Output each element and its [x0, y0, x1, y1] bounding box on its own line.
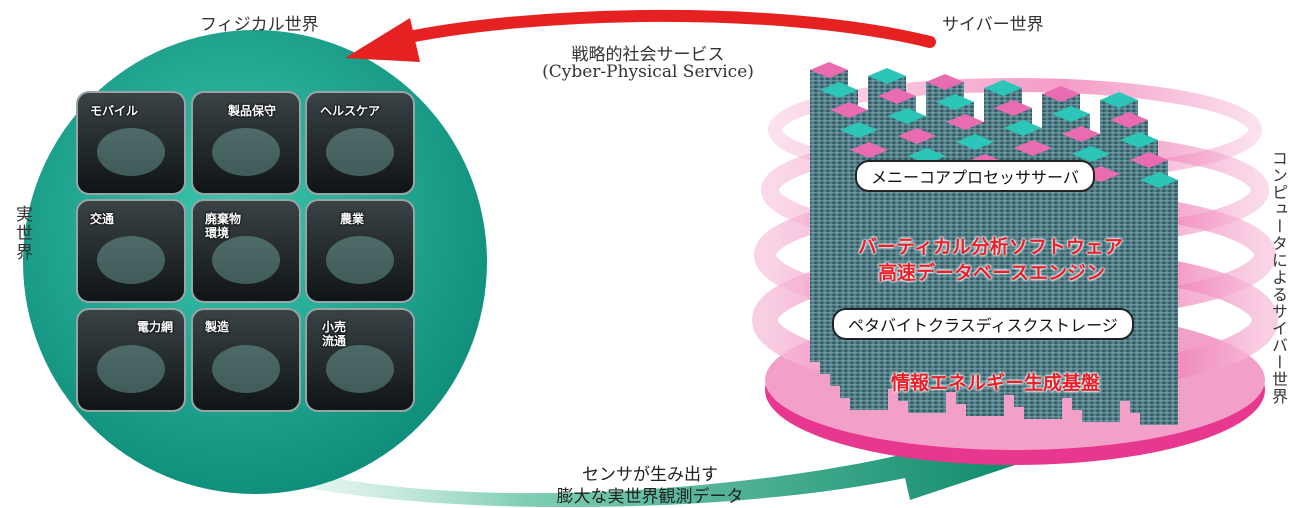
column-top — [820, 82, 858, 98]
column-top — [1014, 140, 1052, 156]
cyber-world-label: サイバー世界 — [942, 15, 1044, 35]
column-top — [956, 134, 994, 150]
column-top — [1062, 126, 1100, 142]
healthcare-icon — [305, 91, 415, 195]
manufacturing-icon — [191, 308, 301, 412]
petabyte-storage-pill: ペタバイトクラスディスクストレージ — [832, 308, 1134, 340]
server-column — [850, 150, 888, 410]
column-top — [1072, 146, 1110, 162]
red-service-arrow — [345, 9, 936, 62]
tile-label-mobile: モバイル — [90, 104, 139, 118]
tile-illustration — [326, 345, 394, 393]
column-top — [1140, 172, 1178, 188]
tile-illustration — [97, 236, 165, 284]
column-top — [984, 80, 1022, 96]
tile-illustration — [326, 128, 394, 176]
service-arrow-label-line1: 戦略的社会サービス — [571, 45, 725, 65]
computer-cyber-world-label: コンピュータによるサイバー世界 — [1269, 150, 1288, 405]
power-grid-icon — [76, 308, 186, 412]
tile-illustration — [326, 236, 394, 284]
column-top — [1042, 86, 1080, 102]
tile-label-waste-environment: 廃棄物 環境 — [205, 212, 242, 240]
tile-illustration — [212, 236, 280, 284]
manycore-server-pill: メニーコアプロセッササーバ — [855, 160, 1095, 192]
server-column — [1082, 174, 1120, 422]
column-top — [830, 102, 868, 118]
column-top — [994, 100, 1032, 116]
server-column — [1140, 180, 1178, 425]
service-arrow-label-line2: (Cyber-Physical Service) — [542, 62, 754, 82]
green-data-arrow — [190, 425, 1030, 508]
tile-illustration — [97, 128, 165, 176]
industry-tile-grid — [76, 91, 415, 412]
server-column — [1024, 168, 1062, 419]
column-top — [888, 108, 926, 124]
tile-label-transport: 交通 — [90, 212, 115, 226]
column-top — [1110, 112, 1148, 128]
info-energy-platform-label: 情報エネルギー生成基盤 — [891, 372, 1101, 394]
column-top — [936, 94, 974, 110]
column-top — [850, 142, 888, 158]
tile-label-manufacturing: 製造 — [205, 320, 230, 334]
column-top — [810, 62, 848, 78]
column-top — [926, 74, 964, 90]
server-column — [908, 156, 946, 413]
data-arrow-label-line1: センサが生み出す — [582, 465, 718, 485]
column-top — [1100, 92, 1138, 108]
product-maintenance-icon — [191, 91, 301, 195]
column-top — [898, 128, 936, 144]
column-top — [878, 88, 916, 104]
tile-illustration — [212, 128, 280, 176]
data-arrow-label-line2: 膨大な実世界観測データ — [556, 487, 744, 507]
column-top — [946, 114, 984, 130]
column-top — [1120, 132, 1158, 148]
tile-label-power-grid: 電力網 — [137, 320, 174, 334]
mobile-icon — [76, 91, 186, 195]
transport-icon — [76, 199, 186, 303]
column-top — [868, 68, 906, 84]
server-column — [966, 162, 1004, 416]
column-top — [1052, 106, 1090, 122]
waste-environment-icon — [191, 199, 301, 303]
retail-distribution-icon — [305, 308, 415, 412]
column-top — [1004, 120, 1042, 136]
tile-illustration — [212, 345, 280, 393]
tile-illustration — [97, 345, 165, 393]
real-world-label: 実世界 — [12, 205, 32, 262]
tile-label-agriculture: 農業 — [340, 212, 365, 226]
tile-label-healthcare: ヘルスケア — [320, 104, 381, 118]
column-top — [1130, 152, 1168, 168]
vertical-analytics-label: バーティカル分析ソフトウェア — [858, 236, 1123, 258]
tile-label-product-maintenance: 製品保守 — [228, 104, 277, 118]
tile-label-retail-distribution: 小売 流通 — [322, 320, 347, 348]
column-top — [840, 122, 878, 138]
agriculture-icon — [305, 199, 415, 303]
physical-world-label: フィジカル世界 — [200, 15, 319, 35]
database-engine-label: 高速データベースエンジン — [878, 262, 1106, 284]
